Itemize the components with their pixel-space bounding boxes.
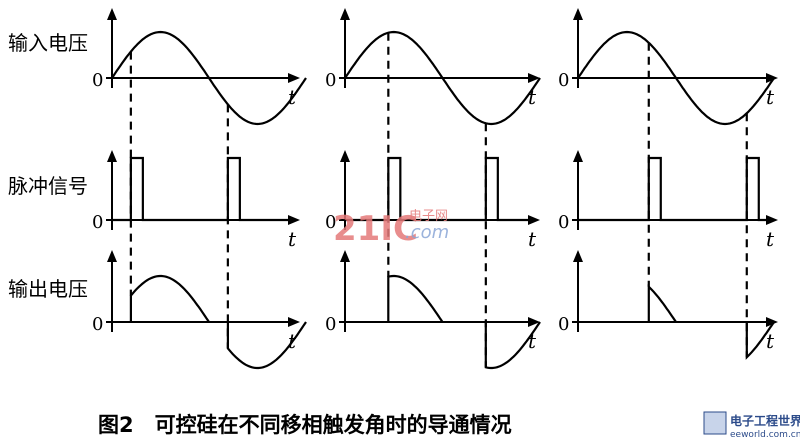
pulse-panel-3-time-label: t (766, 227, 775, 251)
logo-mark-icon (703, 411, 727, 435)
output-positive-segment-1 (129, 274, 210, 323)
pulse-panel-3-y-arrow-icon (573, 150, 583, 162)
watermark-main: 21IC (333, 209, 418, 249)
pulse-panel-1-time-label: t (288, 227, 297, 251)
output-negative-segment-2 (484, 321, 541, 370)
pulse-panel-3-zero-label: 0 (558, 212, 569, 233)
figure-caption: 图2 可控硅在不同移相触发角时的导通情况 (98, 413, 512, 437)
row-label-output-voltage: 输出电压 (8, 277, 88, 301)
row-label-pulse-signal: 脉冲信号 (8, 174, 88, 198)
output-panel-2-time-label: t (528, 329, 537, 353)
input-panel-3-y-arrow-icon (573, 8, 583, 20)
panel-3: 0 t 0 t 0 t (558, 8, 778, 360)
watermark: 21IC 电子网 .com (333, 209, 449, 249)
input-panel-2-x-arrow-icon (528, 73, 540, 83)
eeworld-logo: 电子工程世界 eeworld.com.cn (703, 411, 800, 440)
input-panel-1-y-arrow-icon (107, 8, 117, 20)
input-panel-3-zero-label: 0 (558, 70, 569, 91)
input-panel-2-zero-label: 0 (325, 70, 336, 91)
output-panel-3-time-label: t (766, 329, 775, 353)
input-panel-2-y-arrow-icon (340, 8, 350, 20)
output-panel-2-x-arrow-icon (528, 317, 540, 327)
output-panel-1-zero-label: 0 (92, 314, 103, 335)
output-negative-segment-3 (745, 321, 775, 360)
logo-name: 电子工程世界 (730, 413, 800, 428)
input-sine-wave-2 (344, 30, 541, 126)
output-panel-3-x-arrow-icon (766, 317, 778, 327)
output-panel-1-x-arrow-icon (288, 317, 300, 327)
output-positive-segment-3 (647, 284, 677, 323)
output-panel-2-zero-label: 0 (325, 314, 336, 335)
pulse-panel-2-x-arrow-icon (528, 215, 540, 225)
input-sine-wave-1 (111, 30, 307, 126)
pulse-panel-3-x-arrow-icon (766, 215, 778, 225)
logo-url: eeworld.com.cn (730, 430, 800, 440)
input-panel-2-time-label: t (528, 85, 537, 109)
output-panel-3-y-arrow-icon (573, 250, 583, 262)
input-panel-3-x-arrow-icon (766, 73, 778, 83)
output-positive-segment-2 (387, 274, 444, 323)
trigger-pulse-train-3 (578, 156, 770, 222)
watermark-sub: 电子网 (409, 209, 448, 224)
pulse-panel-2-time-label: t (528, 227, 537, 251)
input-panel-1-zero-label: 0 (92, 70, 103, 91)
watermark-dom: .com (405, 222, 449, 243)
panel-2: 0 t 0 t 0 t (325, 8, 541, 370)
input-panel-3-time-label: t (766, 85, 775, 109)
pulse-panel-2-zero-label: 0 (325, 212, 336, 233)
pulse-panel-2-y-arrow-icon (340, 150, 350, 162)
output-panel-2-y-arrow-icon (340, 250, 350, 262)
output-panel-1-y-arrow-icon (107, 250, 117, 262)
row-label-input-voltage: 输入电压 (8, 31, 88, 55)
pulse-panel-1-x-arrow-icon (288, 215, 300, 225)
pulse-panel-1-zero-label: 0 (92, 212, 103, 233)
trigger-pulse-train-1 (112, 156, 292, 222)
input-sine-wave-3 (577, 30, 775, 126)
pulse-panel-1-y-arrow-icon (107, 150, 117, 162)
input-panel-1-x-arrow-icon (288, 73, 300, 83)
output-panel-3-zero-label: 0 (558, 314, 569, 335)
output-negative-segment-1 (226, 321, 307, 370)
